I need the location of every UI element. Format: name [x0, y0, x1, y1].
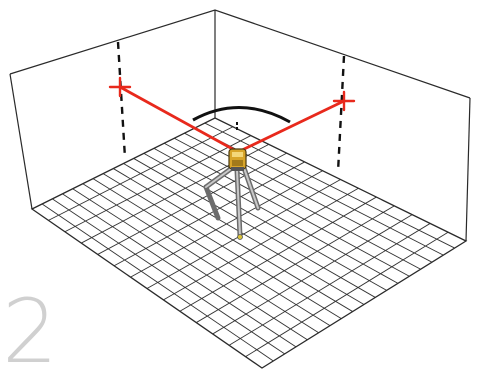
grid-line	[179, 196, 377, 312]
grid-line	[146, 179, 341, 289]
grid-line	[48, 126, 234, 221]
grid-line	[228, 223, 431, 346]
right-wall-vertical-edge	[465, 97, 471, 242]
floor-grid	[41, 122, 455, 362]
grid-line	[130, 170, 323, 278]
floor-outline	[30, 117, 468, 369]
left-cross-marker	[108, 76, 132, 98]
laser-lines	[118, 85, 346, 154]
grid-line	[245, 231, 449, 358]
grid-line	[196, 205, 395, 323]
room-scene	[9, 9, 471, 369]
grid-line	[64, 135, 252, 233]
laser-level-tripod	[203, 148, 261, 240]
grid-line	[97, 152, 287, 255]
left-plumb-line	[116, 41, 127, 159]
room-walls	[9, 9, 471, 242]
right-cross-marker	[332, 90, 356, 112]
angle-arc	[192, 106, 291, 124]
laser-cross-markers	[108, 76, 356, 112]
back-wall-outline	[9, 9, 471, 99]
grid-line	[163, 187, 359, 301]
laser-line-right	[236, 99, 346, 154]
wall-plumb-lines	[116, 41, 346, 173]
step-number: 2	[2, 280, 58, 383]
grid-line	[212, 214, 413, 335]
laser-line-left	[118, 85, 240, 154]
right-plumb-line	[336, 55, 346, 173]
left-wall-vertical-edge	[9, 73, 33, 210]
tripod-foot	[237, 234, 243, 240]
grid-line	[113, 161, 305, 267]
